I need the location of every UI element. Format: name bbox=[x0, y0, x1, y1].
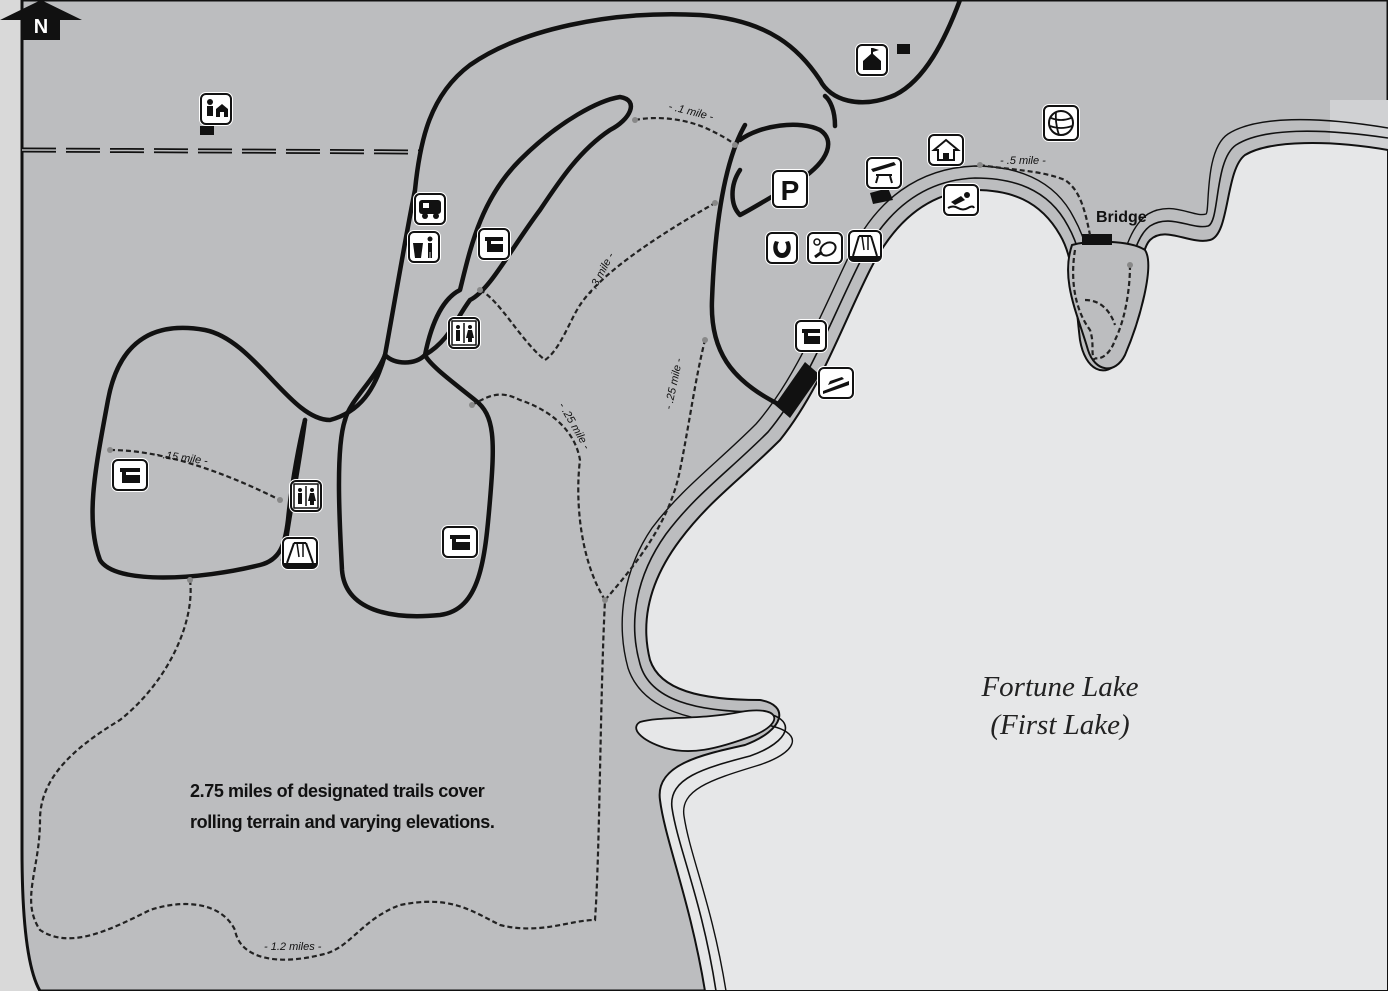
playground-icon[interactable] bbox=[848, 230, 882, 262]
ranger-station-icon[interactable] bbox=[200, 93, 232, 125]
restroom-icon[interactable] bbox=[290, 480, 322, 512]
bridge-deck bbox=[1082, 234, 1112, 245]
trail-note: 2.75 miles of designated trails cover ro… bbox=[190, 776, 495, 838]
svg-text:P: P bbox=[781, 175, 800, 206]
group-camp-icon[interactable] bbox=[414, 193, 446, 225]
restroom-icon[interactable] bbox=[448, 317, 480, 349]
distance-label-12miles: - 1.2 miles - bbox=[264, 941, 322, 953]
swimming-icon[interactable] bbox=[943, 184, 979, 216]
boat-launch-icon[interactable] bbox=[818, 367, 854, 399]
lake-water bbox=[645, 142, 1388, 991]
bridge-label: Bridge bbox=[1096, 209, 1147, 226]
lake-name: Fortune Lake bbox=[981, 671, 1139, 703]
island-shore bbox=[1067, 240, 1150, 370]
hiking-trails bbox=[30, 116, 1132, 961]
ranger-station-marker bbox=[200, 126, 214, 135]
property-boundary-inner bbox=[21, 149, 421, 153]
trash-icon[interactable] bbox=[408, 231, 440, 263]
lake-label: Fortune Lake (First Lake) bbox=[930, 668, 1190, 744]
shelter-icon[interactable] bbox=[795, 320, 827, 352]
playground-icon[interactable] bbox=[282, 537, 318, 569]
tennis-icon[interactable] bbox=[807, 232, 843, 264]
trail-markers bbox=[107, 117, 1133, 603]
campground-office-icon[interactable] bbox=[856, 44, 888, 76]
inlet bbox=[635, 709, 776, 753]
picnic-shelter-icon[interactable] bbox=[866, 157, 902, 189]
cabin-icon[interactable] bbox=[928, 134, 964, 166]
trail-note-line-1: 2.75 miles of designated trails cover bbox=[190, 781, 485, 801]
swim-beach-spur bbox=[870, 188, 893, 204]
shelter-icon[interactable] bbox=[478, 228, 510, 260]
north-arrow-icon: N bbox=[0, 0, 82, 40]
volleyball-icon[interactable] bbox=[1043, 105, 1079, 141]
north-letter: N bbox=[34, 16, 48, 38]
office-marker bbox=[897, 44, 910, 54]
boat-ramp-spur bbox=[775, 362, 820, 418]
horseshoe-icon[interactable] bbox=[766, 232, 798, 264]
shelter-icon[interactable] bbox=[442, 526, 478, 558]
shelter-icon[interactable] bbox=[112, 459, 148, 491]
lake-subname: (First Lake) bbox=[990, 709, 1130, 741]
trail-note-line-2: rolling terrain and varying elevations. bbox=[190, 812, 495, 832]
distance-label-5mile: - .5 mile - bbox=[1000, 155, 1046, 167]
parking-icon[interactable]: P bbox=[772, 170, 808, 208]
